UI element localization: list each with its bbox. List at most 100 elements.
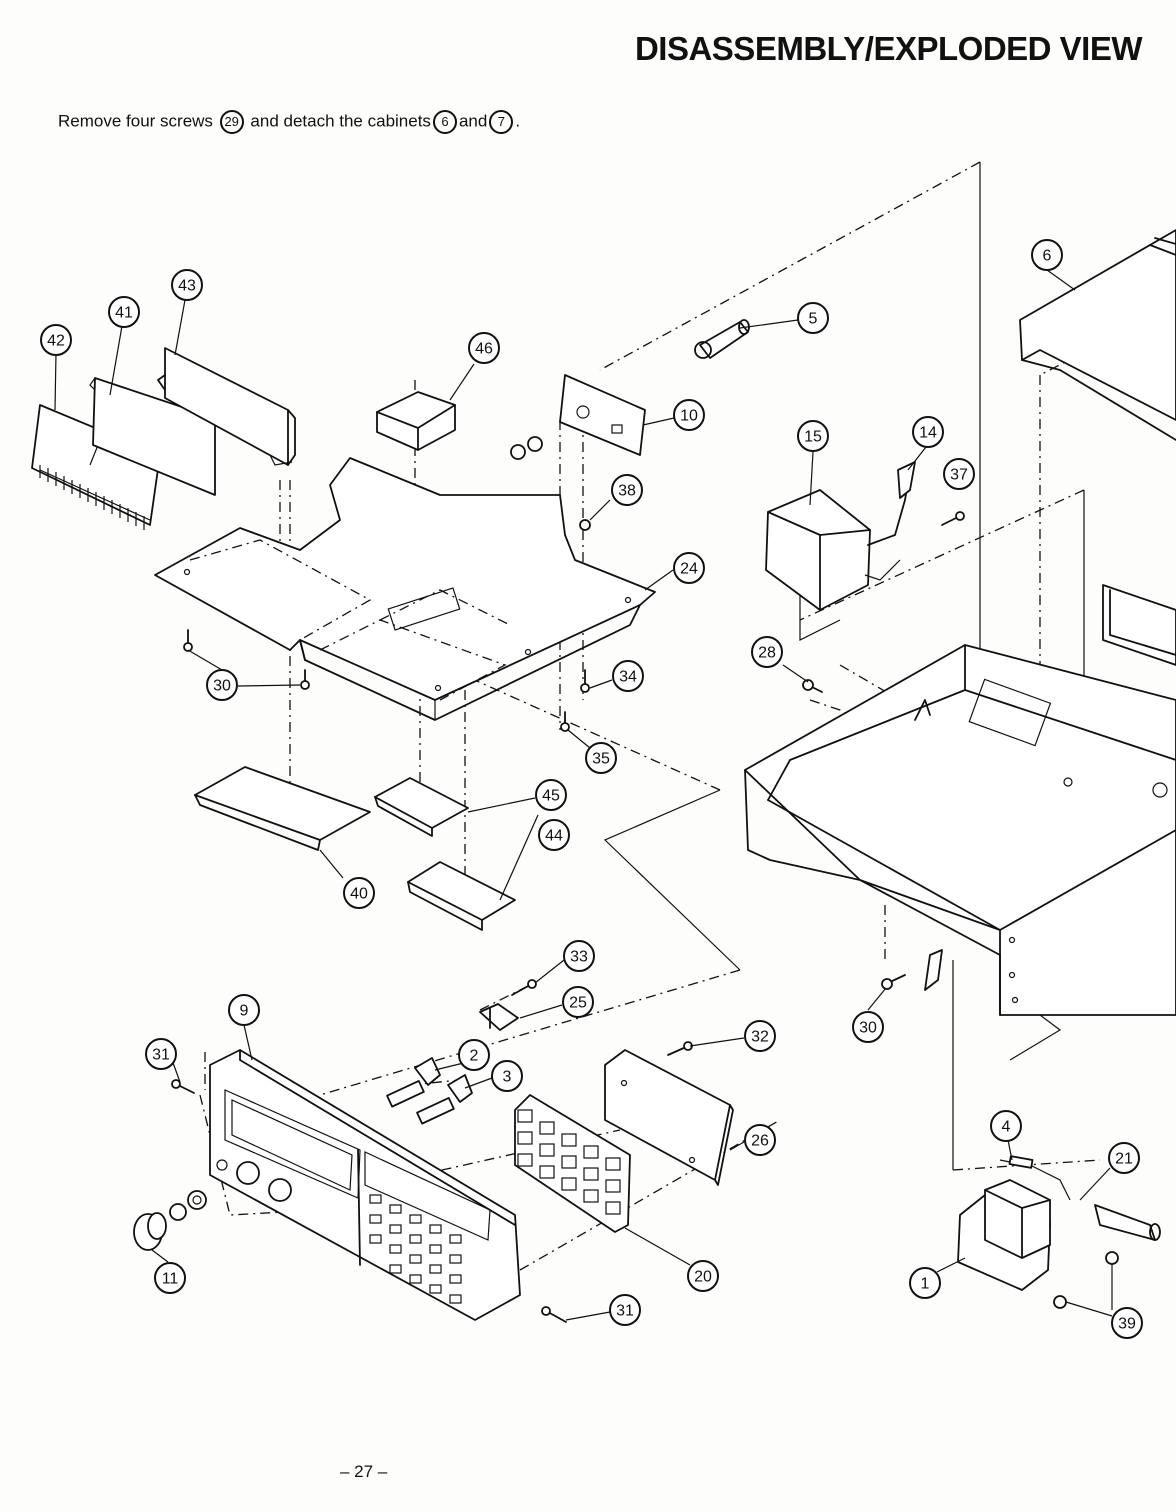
screw-33 <box>512 980 536 995</box>
svg-text:31: 31 <box>616 1303 634 1320</box>
callout-35: 35 <box>586 743 616 773</box>
callout-15: 15 <box>798 421 828 451</box>
svg-text:20: 20 <box>694 1269 712 1286</box>
svg-text:14: 14 <box>919 425 937 442</box>
svg-text:15: 15 <box>804 429 822 446</box>
callout-1: 1 <box>910 1268 940 1298</box>
callout-37: 37 <box>944 459 974 489</box>
svg-text:24: 24 <box>680 561 698 578</box>
callout-10: 10 <box>674 400 704 430</box>
svg-text:41: 41 <box>115 305 133 322</box>
screw-31-left <box>172 1080 194 1093</box>
screw-31-bottom <box>542 1307 566 1322</box>
jack-bracket-10 <box>511 375 645 459</box>
svg-text:4: 4 <box>1002 1119 1011 1136</box>
screw-35 <box>561 712 569 731</box>
potentiometer-2 <box>387 1058 440 1107</box>
callout-44: 44 <box>539 820 569 850</box>
svg-text:44: 44 <box>545 828 563 845</box>
callout-3: 3 <box>492 1061 522 1091</box>
svg-text:35: 35 <box>592 751 610 768</box>
callout-31-left: 31 <box>146 1039 176 1069</box>
callout-30-left: 30 <box>207 670 237 700</box>
callout-9: 9 <box>229 995 259 1025</box>
callout-45: 45 <box>536 780 566 810</box>
callout-40: 41 <box>109 297 139 327</box>
callout-34: 34 <box>613 661 643 691</box>
switch-25 <box>480 1004 518 1030</box>
screw-34 <box>581 670 589 692</box>
svg-text:1: 1 <box>921 1276 930 1293</box>
callout-4: 4 <box>991 1111 1021 1141</box>
screw-32 <box>668 1042 692 1055</box>
nut-39 <box>1054 1252 1118 1308</box>
callout-42: 43 <box>172 270 202 300</box>
svg-text:45: 45 <box>542 788 560 805</box>
chassis-frame <box>745 585 1176 1015</box>
screw-30-left <box>184 630 192 651</box>
callout-30-right: 30 <box>853 1012 883 1042</box>
callout-14: 14 <box>913 417 943 447</box>
power-switch-15 <box>766 462 915 610</box>
callout-25: 25 <box>563 987 593 1017</box>
callout-21: 21 <box>1109 1143 1139 1173</box>
svg-text:28: 28 <box>758 645 776 662</box>
svg-text:21: 21 <box>1115 1151 1133 1168</box>
callout-32: 32 <box>745 1021 775 1051</box>
svg-text:30: 30 <box>859 1020 877 1037</box>
screw-30-center <box>301 670 309 689</box>
svg-text:9: 9 <box>240 1003 249 1020</box>
power-transformer-1 <box>958 1180 1050 1290</box>
callout-28: 28 <box>752 637 782 667</box>
svg-text:30: 30 <box>213 678 231 695</box>
svg-text:34: 34 <box>619 669 637 686</box>
callout-41: 42 <box>41 325 71 355</box>
svg-text:38: 38 <box>618 483 636 500</box>
callout-2: 2 <box>459 1040 489 1070</box>
screw-37 <box>942 512 964 525</box>
clip-30-right <box>925 950 942 990</box>
callout-26: 26 <box>745 1125 775 1155</box>
callout-11: 11 <box>155 1263 185 1293</box>
screw-28 <box>803 680 822 692</box>
svg-text:26: 26 <box>751 1133 769 1150</box>
callout-43: 40 <box>344 878 374 908</box>
svg-text:11: 11 <box>162 1271 179 1288</box>
callout-31-bottom: 31 <box>610 1295 640 1325</box>
svg-text:39: 39 <box>1118 1316 1136 1333</box>
callout-38: 38 <box>612 475 642 505</box>
svg-text:31: 31 <box>152 1047 170 1064</box>
callout-33: 33 <box>564 941 594 971</box>
svg-text:10: 10 <box>680 408 698 425</box>
nut-38 <box>580 520 590 530</box>
callout-24: 24 <box>674 553 704 583</box>
callout-20: 20 <box>688 1261 718 1291</box>
shield-cover-46 <box>377 392 455 450</box>
svg-text:32: 32 <box>751 1029 769 1046</box>
svg-text:46: 46 <box>475 341 493 358</box>
svg-text:33: 33 <box>570 949 588 966</box>
cover-plate-43 <box>195 767 370 850</box>
cover-plate-44 <box>408 862 515 930</box>
svg-text:6: 6 <box>1043 248 1052 265</box>
svg-text:5: 5 <box>809 311 818 328</box>
svg-text:42: 42 <box>47 333 65 350</box>
callout-39: 39 <box>1112 1308 1142 1338</box>
svg-text:40: 40 <box>350 886 368 903</box>
callout-5: 5 <box>798 303 828 333</box>
front-panel-9 <box>210 1050 520 1320</box>
page-number: – 27 – <box>340 1462 387 1482</box>
svg-text:37: 37 <box>950 467 968 484</box>
svg-text:2: 2 <box>470 1048 479 1065</box>
svg-text:43: 43 <box>178 278 196 295</box>
cover-plate-45 <box>375 778 468 836</box>
cable-clamp-21 <box>1095 1205 1160 1240</box>
svg-text:25: 25 <box>569 995 587 1012</box>
callout-46: 46 <box>469 333 499 363</box>
screw-30-right <box>882 975 905 989</box>
callout-6: 6 <box>1032 240 1062 270</box>
knob-11 <box>134 1191 206 1250</box>
antenna-jack-5 <box>695 320 749 358</box>
